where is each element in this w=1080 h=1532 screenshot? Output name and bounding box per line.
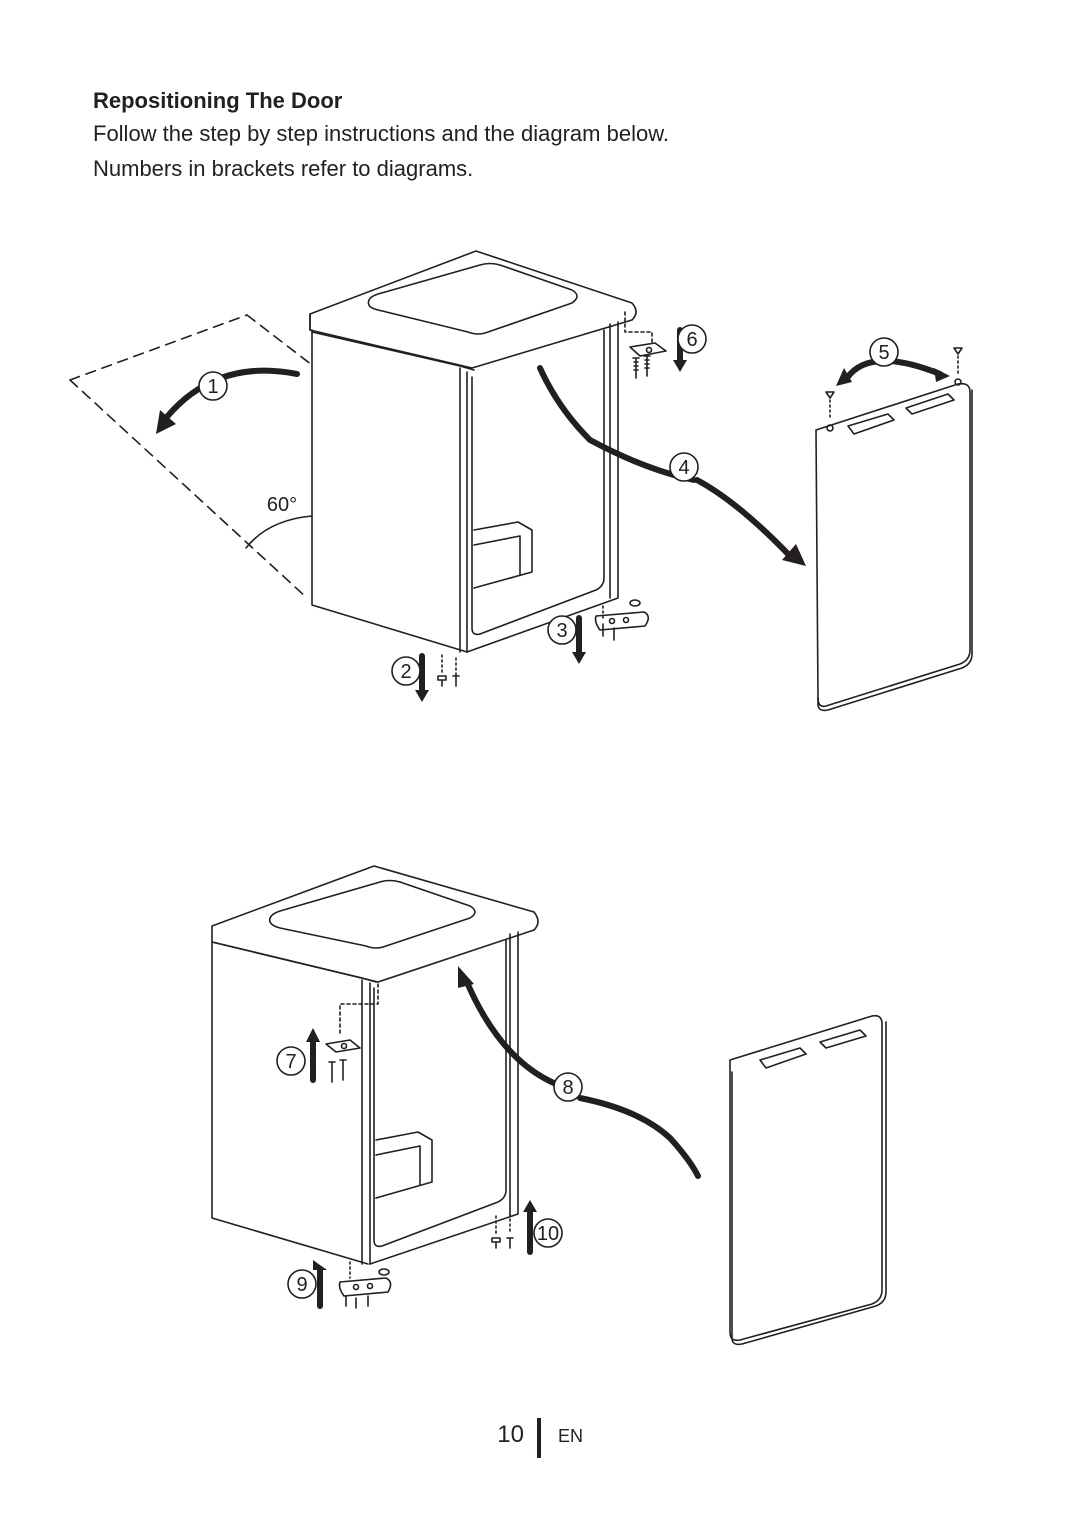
language-code: EN (558, 1426, 584, 1446)
fridge-cabinet (309, 250, 637, 653)
intro-line-2: Numbers in brackets refer to diagrams. (93, 156, 474, 181)
step-label-4: 4 (678, 457, 689, 479)
step-label-10: 10 (537, 1223, 559, 1245)
step-label-2: 2 (400, 661, 411, 683)
door-swing-outline (69, 314, 313, 599)
detached-door (815, 347, 973, 712)
moved-bottom-hinge (338, 1261, 392, 1309)
fridge-cabinet-reversed (211, 865, 539, 1265)
moved-foot-screws (491, 1213, 514, 1249)
step-label-7: 7 (285, 1051, 296, 1073)
intro-line-1: Follow the step by step instructions and… (93, 121, 669, 146)
arrow-heads-bottom (306, 966, 537, 1270)
top-hinge (624, 311, 667, 379)
step-arrows-bottom (310, 977, 701, 1309)
step-label-8: 8 (562, 1077, 573, 1099)
moved-top-hinge (325, 983, 379, 1083)
step-label-3: 3 (556, 620, 567, 642)
angle-label: 60° (267, 494, 297, 516)
reinstalled-door (729, 1014, 887, 1346)
bottom-illustration: 7 8 9 10 (211, 865, 887, 1346)
step-label-1: 1 (207, 376, 218, 398)
step-markers-bottom (276, 1046, 583, 1299)
page-footer: 10 EN (0, 1418, 1080, 1458)
footer-divider (537, 1418, 541, 1458)
step-markers-top (198, 324, 899, 686)
section-heading: Repositioning The Door (93, 88, 343, 113)
step-label-6: 6 (686, 329, 697, 351)
top-illustration: 60° 1 2 3 4 5 6 (69, 250, 973, 712)
bottom-hinge (594, 599, 650, 641)
step-labels-top: 60° 1 2 3 4 5 6 (207, 329, 889, 683)
angle-arc (245, 515, 313, 549)
foot-screws (437, 654, 460, 687)
step-labels-bottom: 7 8 9 10 (285, 1051, 573, 1296)
arrow-heads-top (156, 360, 950, 702)
page-number: 10 (497, 1421, 524, 1448)
step-label-5: 5 (878, 342, 889, 364)
step-label-9: 9 (296, 1274, 307, 1296)
